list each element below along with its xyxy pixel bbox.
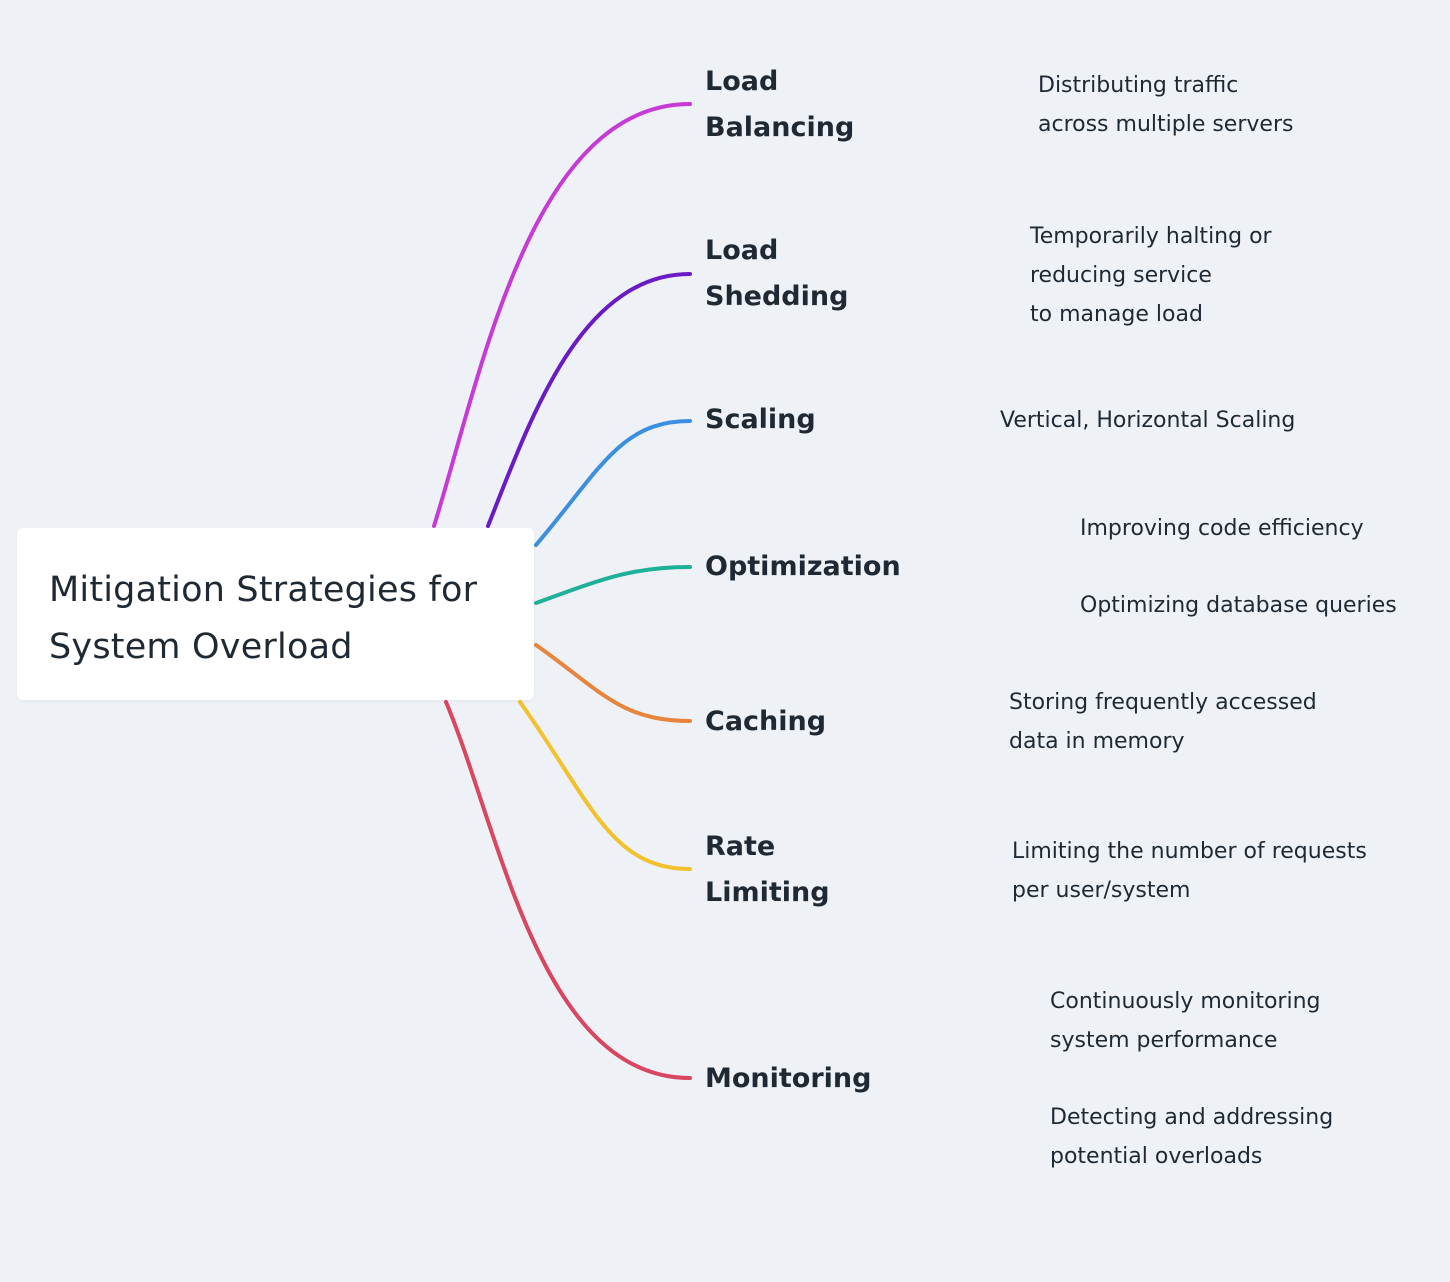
detail-monitoring-performance[interactable]: Continuously monitoring system performan…: [1050, 989, 1321, 1053]
connector-optimization: [534, 565, 692, 605]
connector-monitoring: [444, 700, 692, 1080]
connector-rate-limiting: [518, 700, 692, 871]
branch-label-load-shedding[interactable]: Load Shedding: [705, 235, 849, 312]
detail-load-shedding[interactable]: Temporarily halting or reducing service …: [1030, 224, 1272, 327]
detail-monitoring-overloads[interactable]: Detecting and addressing potential overl…: [1050, 1105, 1334, 1169]
connector-load-balancing: [432, 102, 692, 528]
detail-optimization-queries[interactable]: Optimizing database queries: [1080, 593, 1397, 618]
root-topic-node[interactable]: Mitigation Strategies for System Overloa…: [17, 528, 534, 700]
branch-label-scaling[interactable]: Scaling: [705, 404, 816, 435]
detail-optimization-code[interactable]: Improving code efficiency: [1080, 516, 1364, 541]
detail-scaling[interactable]: Vertical, Horizontal Scaling: [1000, 408, 1296, 433]
detail-load-balancing[interactable]: Distributing traffic across multiple ser…: [1038, 73, 1294, 137]
branch-label-optimization[interactable]: Optimization: [705, 551, 901, 582]
connector-caching: [534, 643, 692, 723]
detail-caching[interactable]: Storing frequently accessed data in memo…: [1009, 690, 1317, 754]
root-topic-title: Mitigation Strategies for System Overloa…: [49, 570, 478, 667]
branch-label-caching[interactable]: Caching: [705, 706, 827, 737]
connector-load-shedding: [486, 272, 692, 528]
branch-label-load-balancing[interactable]: Load Balancing: [705, 66, 855, 143]
detail-rate-limiting[interactable]: Limiting the number of requests per user…: [1012, 839, 1367, 903]
branch-label-rate-limiting[interactable]: Rate Limiting: [705, 831, 830, 908]
connector-scaling: [534, 419, 692, 547]
branch-label-monitoring[interactable]: Monitoring: [705, 1063, 872, 1094]
